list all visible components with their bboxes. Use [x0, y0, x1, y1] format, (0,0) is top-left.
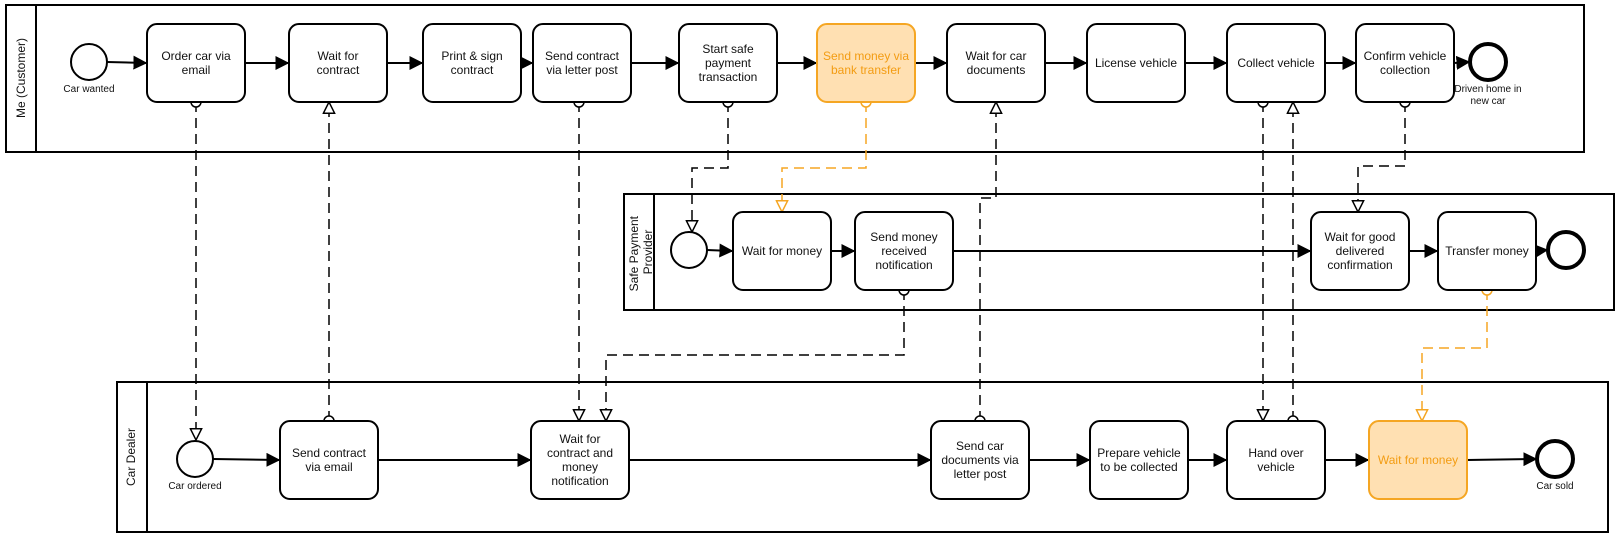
end-event-car-sold[interactable]: Car sold	[1535, 439, 1575, 492]
sequence-flow	[1453, 55, 1471, 70]
sequence-flow	[106, 55, 148, 70]
start-event-car-ordered[interactable]: Car ordered	[168, 440, 222, 492]
end-event-provider-end[interactable]	[1546, 230, 1586, 270]
sequence-flow	[1533, 244, 1549, 259]
event-label: Car sold	[1536, 481, 1573, 492]
pool-provider-label: Safe Payment	[627, 215, 641, 291]
task-label: Wait for money	[1378, 453, 1458, 467]
sequence-flow	[1466, 452, 1538, 467]
event-label: Car ordered	[168, 481, 221, 492]
sequence-flow	[212, 452, 281, 467]
task-label: Wait for money	[742, 244, 822, 258]
task-wait-money-dealer[interactable]: Wait for money	[1368, 420, 1468, 500]
start-event-car-wanted[interactable]: Car wanted	[63, 43, 115, 95]
task-license-vehicle[interactable]: License vehicle	[1086, 23, 1186, 103]
pool-dealer-label: Car Dealer	[124, 428, 138, 486]
pool-customer-label: Me (Customer)	[14, 38, 28, 118]
task-label: Transfer money	[1445, 244, 1529, 258]
task-transfer-money[interactable]: Transfer money	[1437, 211, 1537, 291]
sequence-flows	[106, 55, 1549, 467]
task-label: License vehicle	[1095, 56, 1177, 70]
svg-text:Safe Payment Provider: Safe Payment Provider	[627, 213, 655, 292]
sequence-flow	[706, 243, 734, 258]
task-label: Collect vehicle	[1237, 56, 1315, 70]
start-event-provider-start[interactable]	[670, 231, 708, 269]
task-collect-vehicle[interactable]: Collect vehicle	[1226, 23, 1326, 103]
task-wait-money-provider[interactable]: Wait for money	[732, 211, 832, 291]
event-label: Car wanted	[63, 84, 114, 95]
